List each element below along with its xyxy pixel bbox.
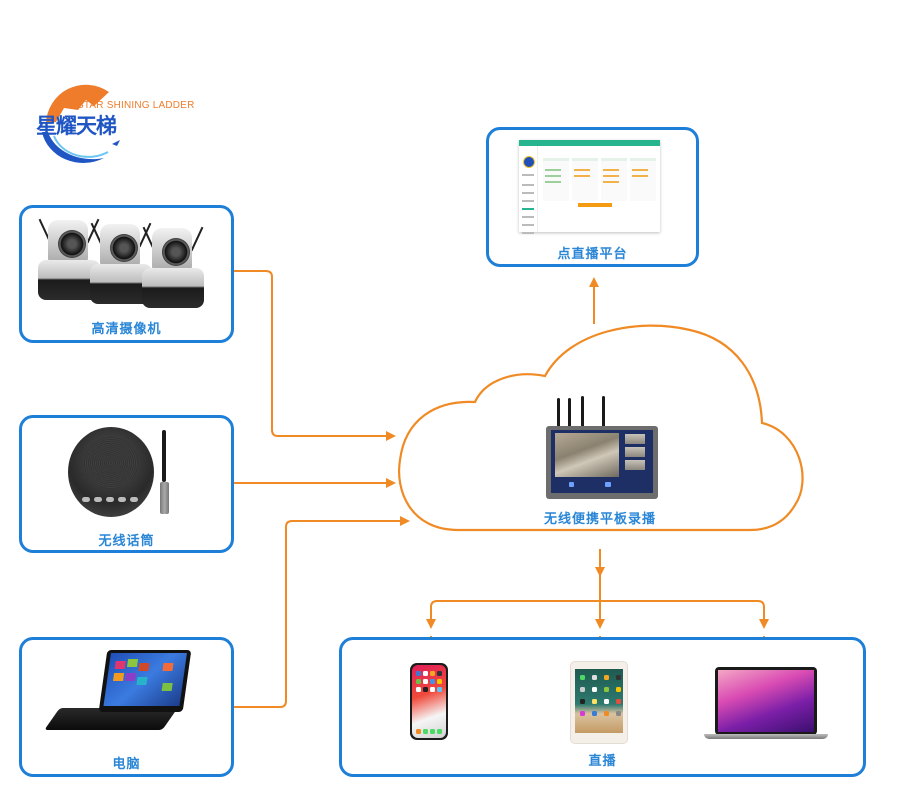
web-platform-screenshot [519, 140, 660, 234]
edge-camera-recorder [234, 270, 396, 441]
edge-computer-recorder [234, 516, 410, 708]
live-label: 直播 [588, 754, 617, 769]
logo-emblem-icon [42, 84, 120, 163]
logo-chinese-text: 星耀天梯 [36, 114, 117, 138]
platform-label: 点直播平台 [557, 247, 628, 262]
camera-label: 高清摄像机 [91, 322, 162, 337]
recorder-label: 无线便携平板录播 [543, 512, 656, 527]
cloud-outline [398, 324, 804, 532]
smartphone-icon [410, 663, 448, 740]
computer-label: 电脑 [112, 757, 141, 772]
edge-live-right [600, 600, 769, 629]
logo-english-text: STAR SHINING LADDER [77, 100, 195, 111]
tablet-icon [570, 661, 628, 744]
edge-live-left [426, 600, 600, 629]
microphone-label: 无线话筒 [98, 534, 155, 549]
